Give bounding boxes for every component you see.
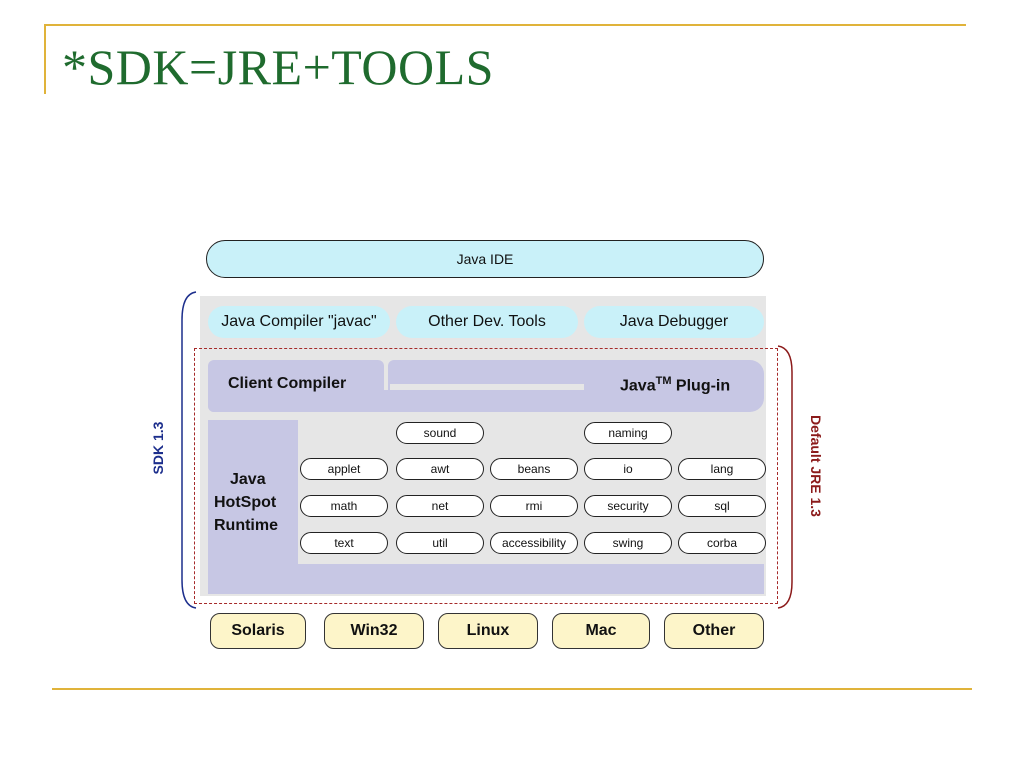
lib-awt: awt — [396, 458, 484, 480]
lib-math: math — [300, 495, 388, 517]
hotspot-runtime-box — [208, 420, 298, 570]
other-dev-tools-box: Other Dev. Tools — [396, 306, 578, 338]
sdk-brace-icon — [181, 291, 197, 609]
title-left-rule — [44, 24, 46, 94]
java-ide-bar: Java IDE — [206, 240, 764, 278]
lib-lang: lang — [678, 458, 766, 480]
title-top-rule — [44, 24, 966, 26]
slide-title: *SDK=JRE+TOOLS — [62, 39, 494, 95]
java-plugin-label: JavaTM Plug-in — [620, 375, 731, 395]
lib-beans: beans — [490, 458, 578, 480]
lib-sql: sql — [678, 495, 766, 517]
platform-win32: Win32 — [324, 613, 424, 649]
lib-security: security — [584, 495, 672, 517]
javac-compiler-box: Java Compiler "javac" — [208, 306, 390, 338]
lib-corba: corba — [678, 532, 766, 554]
java-debugger-box: Java Debugger — [584, 306, 764, 338]
hotspot-runtime-base — [208, 564, 764, 594]
jre-dashed-border — [194, 348, 778, 604]
sdk-version-label: SDK 1.3 — [150, 421, 166, 475]
lib-swing: swing — [584, 532, 672, 554]
lib-net: net — [396, 495, 484, 517]
lib-text: text — [300, 532, 388, 554]
lib-applet: applet — [300, 458, 388, 480]
platform-solaris: Solaris — [210, 613, 306, 649]
plugin-notch — [390, 384, 584, 390]
client-compiler-strip — [208, 390, 586, 412]
bottom-rule — [52, 688, 972, 690]
lib-accessibility: accessibility — [490, 532, 578, 554]
lib-io: io — [584, 458, 672, 480]
platform-linux: Linux — [438, 613, 538, 649]
lib-naming: naming — [584, 422, 672, 444]
platform-mac: Mac — [552, 613, 650, 649]
hotspot-runtime-label: Java HotSpot Runtime — [214, 471, 278, 534]
lib-rmi: rmi — [490, 495, 578, 517]
lib-util: util — [396, 532, 484, 554]
platform-other: Other — [664, 613, 764, 649]
client-compiler-label: Client Compiler — [228, 375, 347, 392]
lib-sound: sound — [396, 422, 484, 444]
jre-brace-icon — [777, 345, 793, 609]
jre-version-label: Default JRE 1.3 — [808, 415, 824, 517]
